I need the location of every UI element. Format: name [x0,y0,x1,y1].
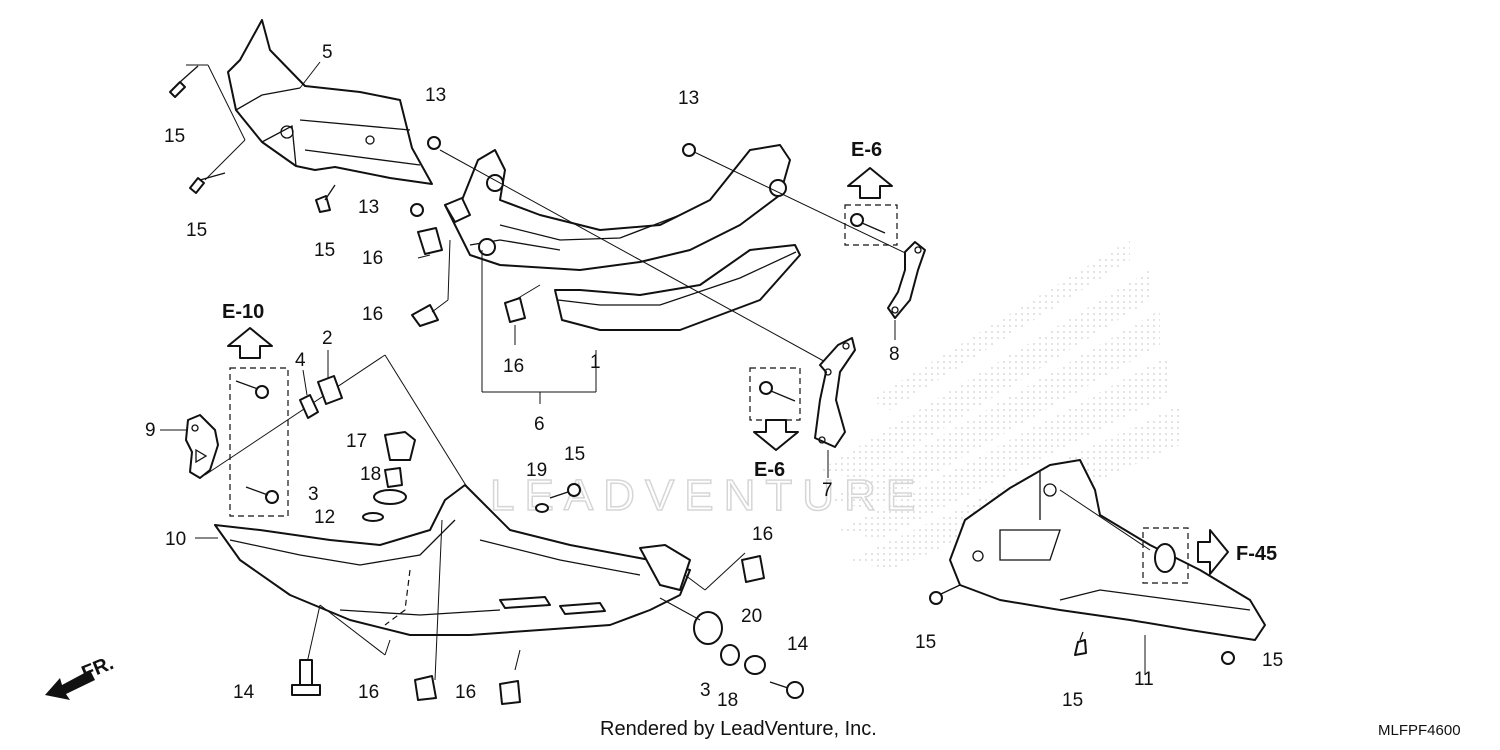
front-direction-arrow-icon: FR. [45,652,117,700]
callout-number: 15 [915,632,936,653]
callout-number: 3 [700,680,711,701]
section-ref-label: E-6 [754,459,785,481]
callout-number: 12 [314,507,335,528]
callout-number: 13 [425,85,446,106]
screw-icon [929,584,1235,665]
section-ref-label: F-45 [1236,543,1277,565]
callout-number: 16 [362,304,383,325]
callout-number: 17 [346,431,367,452]
callout-number: 14 [233,682,255,703]
screw-icon [315,184,336,213]
part-6-main-bracket [444,144,791,271]
part-18-collar [720,644,740,666]
part-3-grommet [693,611,723,645]
callout-number: 11 [1134,669,1154,690]
callout-number: 18 [360,464,381,485]
part-11-right-cowl [949,459,1266,641]
callout-number: 18 [717,690,738,711]
arrow-up-icon [227,327,273,359]
bolt-icon [410,136,696,217]
callout-number: 6 [534,414,545,435]
callout-number: 16 [503,356,524,377]
callout-number: 16 [752,524,773,545]
callout-number: 20 [741,606,762,627]
callout-number: 5 [322,42,333,63]
callout-number: 1 [590,352,601,373]
section-ref-label: E-10 [222,301,264,323]
part-1-rubber-strip [554,244,801,331]
callout-number: 19 [526,460,547,481]
arrow-down-icon [753,419,799,451]
callout-number: 3 [308,484,319,505]
footer-credit: Rendered by LeadVenture, Inc. [600,718,877,740]
callout-number: 16 [455,682,476,703]
part-4-collar [299,394,319,419]
callout-number: 13 [678,88,699,109]
watermark-text: LEADVENTURE [490,471,925,520]
callout-number: 15 [164,126,185,147]
part-10-lower-cowl [214,484,691,636]
grommet-icon [1154,543,1176,573]
callout-number: 10 [165,529,186,550]
part-17-nut [384,431,416,461]
part-3-grommet [373,489,407,505]
bolt-icon [769,681,804,699]
screw-icon [169,65,199,98]
clip-icon [414,555,765,705]
diagram-code: MLFPF4600 [1378,722,1461,739]
arrow-right-icon [1197,529,1229,575]
bolt-icon [235,380,279,504]
part-19-washer [535,503,549,513]
callout-number: 15 [1262,650,1283,671]
part-12-collar [362,512,384,522]
part-9-bracket [185,414,219,479]
bolt-icon [850,213,886,234]
screw-icon [189,172,226,194]
bolt-icon [759,381,796,402]
section-ref-label: E-6 [851,139,882,161]
callout-number: 7 [822,480,833,501]
bolt-icon [291,659,321,696]
callout-number: 15 [1062,690,1083,711]
part-8-stay [887,241,926,319]
callout-number: 15 [564,444,585,465]
callout-number: 15 [314,240,335,261]
part-5-upper-cover [227,19,433,185]
arrow-up-icon [847,167,893,199]
part-20-washer [744,655,766,675]
callout-number: 16 [358,682,379,703]
callout-labels: 5 15 15 15 13 13 13 16 16 16 1 6 8 7 2 4… [145,42,1283,711]
part-18-collar [384,467,403,488]
part-7-stay [814,337,856,448]
direction-label: FR. [79,652,117,684]
part-2-grommet [317,375,343,405]
callout-number: 9 [145,420,156,441]
callout-number: 2 [322,328,333,349]
callout-number: 4 [295,350,306,371]
screw-icon [549,483,581,499]
callout-number: 15 [186,220,207,241]
callout-number: 8 [889,344,900,365]
callout-number: 14 [787,634,809,655]
callout-number: 16 [362,248,383,269]
callout-number: 13 [358,197,379,218]
